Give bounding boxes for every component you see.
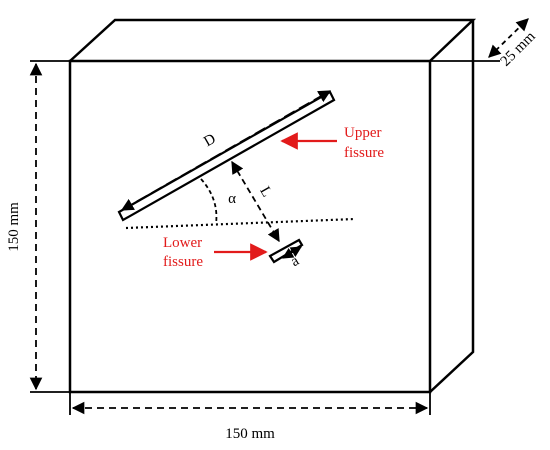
spacing-L-label: L [256, 184, 274, 200]
angle-alpha-arc [200, 178, 218, 225]
lower-fissure-label-line2: fissure [163, 254, 203, 270]
specimen-block [68, 18, 477, 394]
lower-fissure [268, 238, 304, 264]
upper-fissure-label-line2: fissure [344, 145, 384, 161]
depth-dimension-label: 25 mm [498, 28, 539, 69]
length-D-label: D [201, 131, 219, 150]
depth-dimension-line [488, 18, 529, 58]
upper-fissure [117, 90, 336, 222]
upper-fissure-label-line1: Upper [344, 125, 382, 141]
spacing-L-line [231, 160, 280, 243]
lower-width-a-label: a [288, 253, 302, 270]
extension-lines [30, 60, 500, 415]
lower-fissure-label-line1: Lower [163, 235, 202, 251]
angle-alpha-label: α [228, 191, 236, 207]
lower-fissure-width-line [282, 246, 302, 259]
block-side-face [429, 20, 475, 393]
block-front-face [68, 59, 432, 394]
block-top-face [69, 18, 477, 62]
height-dimension-label: 150 mm [6, 202, 22, 252]
length-D-dimension-line [120, 90, 332, 211]
width-dimension-label: 150 mm [225, 426, 275, 442]
reference-dotted-line [125, 217, 356, 230]
